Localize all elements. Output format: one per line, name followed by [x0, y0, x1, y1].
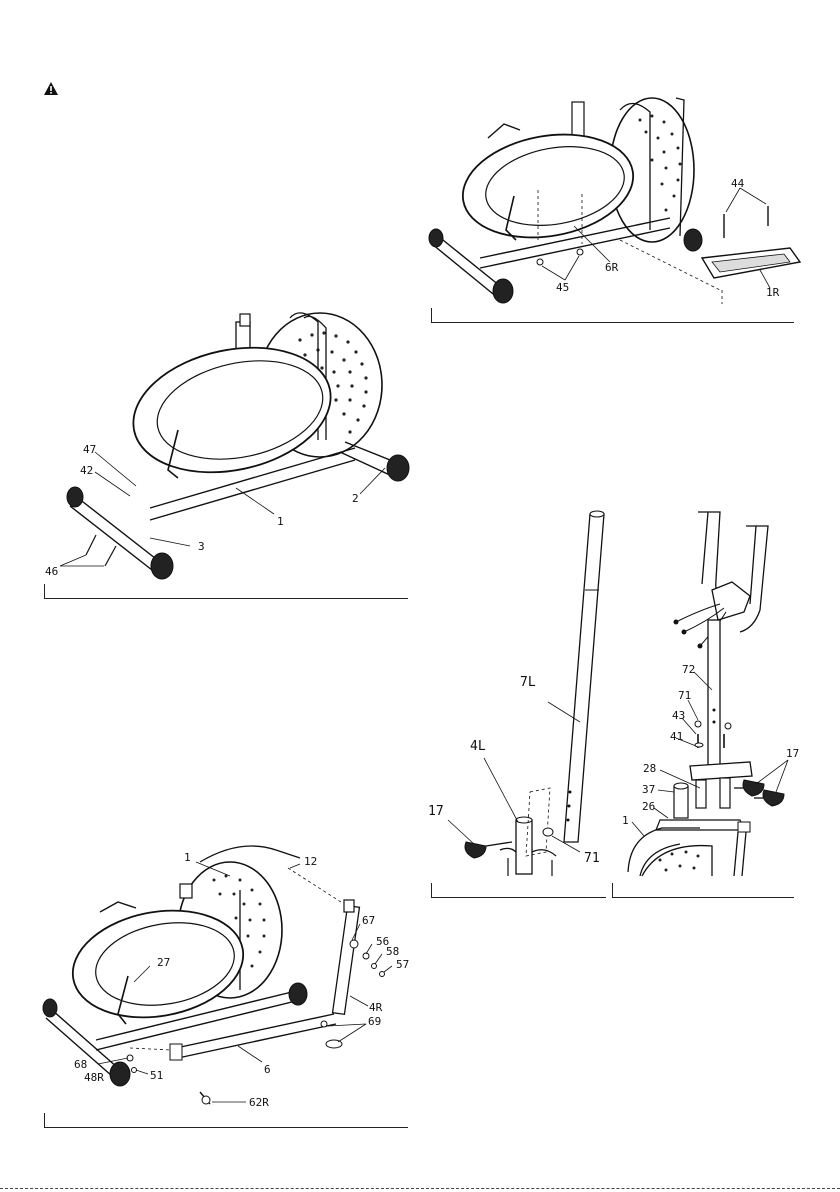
- label-43: 43: [672, 710, 685, 721]
- label-1: 1: [622, 815, 629, 826]
- label-17: 17: [786, 748, 799, 759]
- label-41: 41: [670, 731, 683, 742]
- label-71: 71: [678, 690, 691, 701]
- label-37: 37: [642, 784, 655, 795]
- figure-5-rule-tick: [612, 883, 613, 898]
- label-28: 28: [643, 763, 656, 774]
- label-72: 72: [682, 664, 695, 675]
- page-bottom-dashed-rule: [0, 1188, 840, 1189]
- label-26: 26: [642, 801, 655, 812]
- figure-5-rule: [612, 897, 794, 898]
